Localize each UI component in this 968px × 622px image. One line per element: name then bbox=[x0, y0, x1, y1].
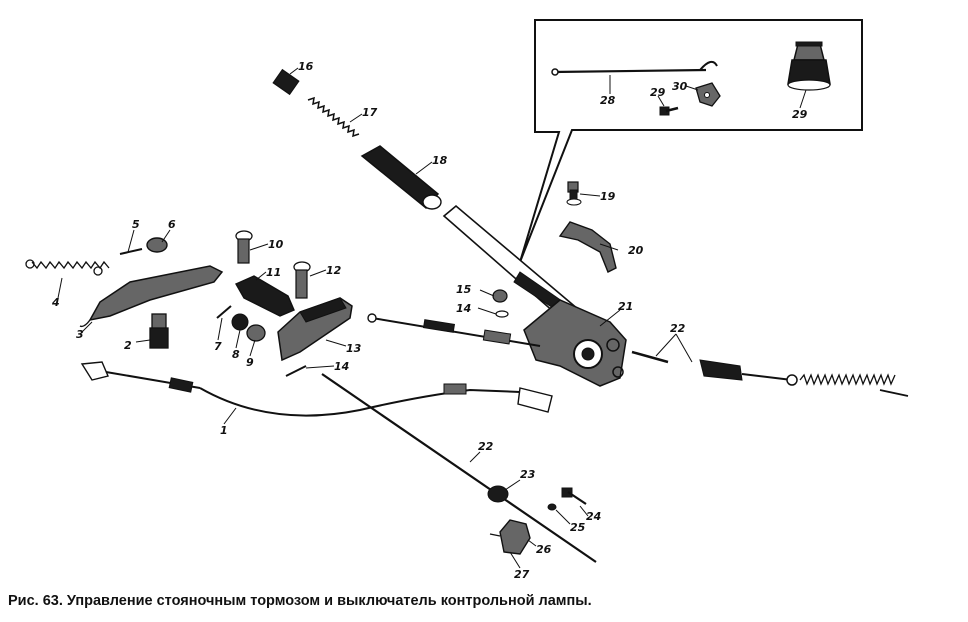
label-14-b: 14 bbox=[456, 302, 471, 315]
label-20: 20 bbox=[628, 244, 644, 257]
label-28: 28 bbox=[600, 94, 616, 107]
part-rod-left bbox=[367, 313, 541, 347]
part-1-cable bbox=[80, 361, 553, 417]
part-5-pin bbox=[119, 248, 143, 255]
part-21-hand-brake-lever bbox=[442, 204, 627, 387]
label-9: 9 bbox=[246, 356, 254, 369]
label-27: 27 bbox=[514, 568, 530, 581]
label-21: 21 bbox=[618, 300, 633, 313]
part-labels: 1 2 3 4 5 6 7 8 9 10 11 12 13 14 14 15 1… bbox=[51, 60, 808, 581]
part-29-cap bbox=[787, 41, 831, 91]
label-22-b: 22 bbox=[478, 440, 494, 453]
label-29-cap: 29 bbox=[792, 108, 808, 121]
part-8-washer bbox=[231, 313, 249, 331]
part-29-screw bbox=[659, 106, 679, 116]
inset-box bbox=[519, 19, 863, 263]
part-19-switch bbox=[566, 181, 582, 206]
label-12: 12 bbox=[326, 264, 342, 277]
label-15: 15 bbox=[456, 283, 472, 296]
part-17-spring bbox=[307, 96, 360, 138]
part-22-cable-long bbox=[321, 373, 597, 563]
part-24-bolt bbox=[561, 487, 587, 505]
part-7-pin bbox=[216, 305, 232, 319]
label-17: 17 bbox=[362, 106, 378, 119]
label-22-a: 22 bbox=[670, 322, 686, 335]
part-2-bolt bbox=[149, 313, 169, 349]
part-14-washer bbox=[495, 310, 509, 318]
label-7: 7 bbox=[214, 340, 222, 353]
part-4-spring bbox=[25, 259, 110, 276]
label-5: 5 bbox=[132, 218, 140, 231]
part-20-bracket bbox=[558, 221, 617, 273]
figure-caption: Рис. 63. Управление стояночным тормозом … bbox=[8, 593, 592, 609]
part-16-button bbox=[272, 68, 300, 96]
leader-lines bbox=[57, 67, 807, 569]
label-25: 25 bbox=[570, 521, 586, 534]
part-25-washer bbox=[547, 503, 557, 511]
part-10-bolt bbox=[235, 230, 253, 264]
part-18-grip bbox=[360, 145, 442, 210]
part-3-lever bbox=[79, 265, 224, 328]
part-9-nut bbox=[246, 324, 266, 342]
label-8: 8 bbox=[232, 348, 240, 361]
part-6-nut bbox=[146, 237, 168, 253]
part-15-nut bbox=[492, 289, 508, 303]
label-23: 23 bbox=[520, 468, 536, 481]
label-4: 4 bbox=[51, 296, 60, 309]
part-30-clip bbox=[695, 82, 721, 107]
part-12-bolt bbox=[293, 261, 311, 299]
label-29-screw: 29 bbox=[650, 86, 666, 99]
label-6: 6 bbox=[168, 218, 176, 231]
label-2: 2 bbox=[124, 339, 132, 352]
label-30: 30 bbox=[672, 80, 688, 93]
part-28-rod bbox=[551, 60, 718, 76]
label-14-a: 14 bbox=[334, 360, 349, 373]
part-26-clamp bbox=[489, 519, 531, 555]
part-22-cable-right bbox=[631, 350, 909, 397]
part-13-bracket bbox=[277, 297, 353, 362]
label-10: 10 bbox=[268, 238, 284, 251]
label-19: 19 bbox=[600, 190, 616, 203]
part-14-pin bbox=[285, 365, 307, 377]
label-16: 16 bbox=[298, 60, 314, 73]
label-18: 18 bbox=[432, 154, 448, 167]
label-24: 24 bbox=[586, 510, 601, 523]
label-3: 3 bbox=[76, 328, 84, 341]
label-26: 26 bbox=[536, 543, 552, 556]
label-13: 13 bbox=[346, 342, 362, 355]
part-11-link bbox=[235, 275, 295, 317]
label-11: 11 bbox=[266, 266, 281, 279]
label-1: 1 bbox=[220, 424, 228, 437]
